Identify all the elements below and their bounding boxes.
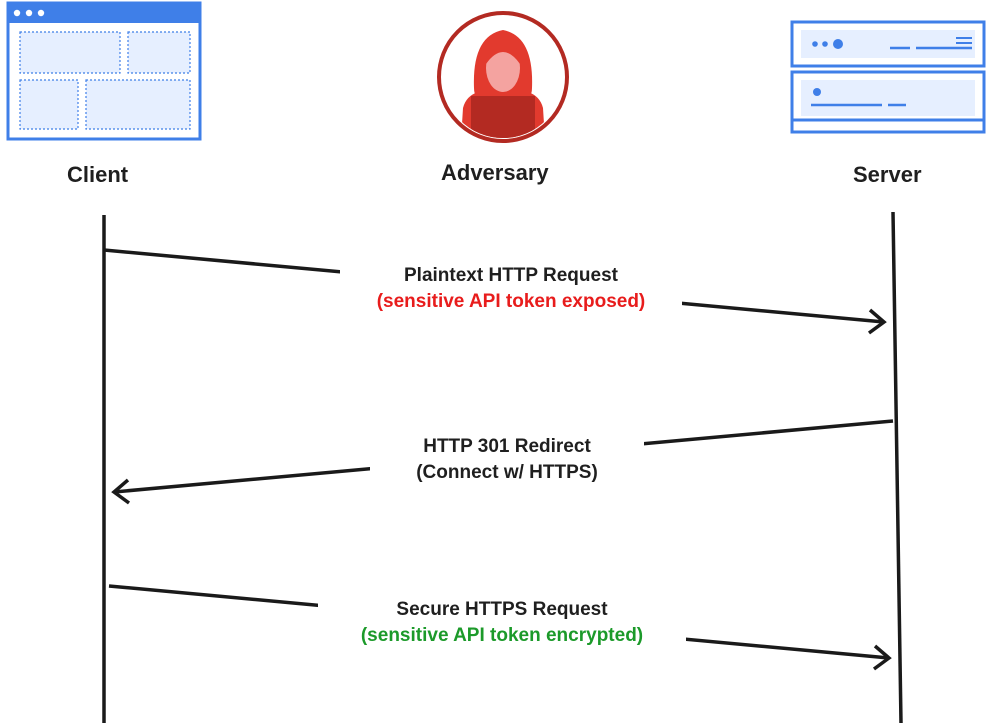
browser-window-icon — [6, 1, 202, 141]
server-lifeline — [891, 211, 903, 723]
message-note-connect-https: (Connect w/ HTTPS) — [416, 462, 598, 483]
message-note-encrypted: (sensitive API token encrypted) — [360, 625, 644, 646]
message-label-secure-request: Secure HTTPS Request (sensitive API toke… — [318, 597, 686, 649]
client-label: Client — [67, 162, 129, 187]
message-label-plaintext-request: Plaintext HTTP Request (sensitive API to… — [340, 263, 682, 315]
server-rack-icon — [790, 20, 986, 134]
message-label-redirect: HTTP 301 Redirect (Connect w/ HTTPS) — [370, 434, 644, 486]
message-title: Plaintext HTTP Request — [404, 265, 618, 286]
message-title: HTTP 301 Redirect — [423, 436, 591, 457]
adversary-label: Adversary — [441, 160, 549, 185]
server-label: Server — [853, 162, 922, 187]
message-title: Secure HTTPS Request — [396, 599, 608, 620]
message-note-exposed: (sensitive API token exposed) — [376, 291, 646, 312]
hooded-hacker-icon — [437, 11, 569, 143]
